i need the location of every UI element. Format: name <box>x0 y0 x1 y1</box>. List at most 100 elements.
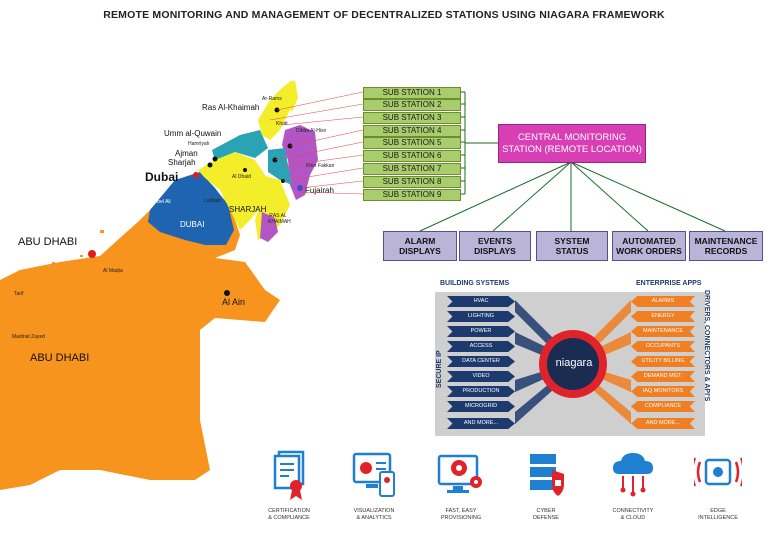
feature-caption: CERTIFICATION & COMPLIANCE <box>268 508 310 521</box>
enterprise-item-demand-mgt: DEMAND MGT. <box>631 371 695 382</box>
feature-visualization: VISUALIZATION & ANALYTICS <box>334 448 414 522</box>
map-label-al-maqta: Al Maqta <box>103 268 123 274</box>
sub-station-2[interactable]: SUB STATION 2 <box>363 99 461 111</box>
output-system-status[interactable]: SYSTEM STATUS <box>536 231 608 261</box>
output-alarm-displays[interactable]: ALARM DISPLAYS <box>383 231 457 261</box>
output-line2: WORK ORDERS <box>616 246 682 256</box>
output-line1: EVENTS <box>477 236 512 246</box>
enterprise-item-iaq-monitors: IAQ MONITORS <box>631 386 695 397</box>
sharjah-east-shape <box>268 148 292 185</box>
page-title: REMOTE MONITORING AND MANAGEMENT OF DECE… <box>103 9 665 21</box>
uae-map <box>0 80 318 490</box>
feature-certification: CERTIFICATION & COMPLIANCE <box>249 448 329 522</box>
building-item-video: VIDEO <box>447 371 515 382</box>
output-line1: SYSTEM <box>554 236 590 246</box>
output-automated-work-orders[interactable]: AUTOMATED WORK ORDERS <box>612 231 686 261</box>
certificate-icon <box>273 450 305 500</box>
building-systems-heading: BUILDING SYSTEMS <box>440 280 510 287</box>
enterprise-item-energy: ENERGY <box>631 311 695 322</box>
enterprise-item-maintenance: MAINTENANCE <box>631 326 695 337</box>
central-line2: STATION (REMOTE LOCATION) <box>502 143 642 155</box>
sub-station-7[interactable]: SUB STATION 7 <box>363 163 461 175</box>
map-label-dubai: Dubai <box>145 170 179 184</box>
map-label-abu-dhabi-region: ABU DHABI <box>30 352 90 364</box>
cloud-icon <box>613 453 653 497</box>
map-label-sharjah: Sharjah <box>168 158 196 167</box>
map-label-hamriyah: Hamriyah <box>188 141 210 147</box>
building-item-data-center: DATA CENTER <box>447 356 515 367</box>
output-line1: ALARM <box>404 236 436 246</box>
map-label-ajman: Ajman <box>175 149 198 158</box>
dubai-region-shape <box>148 172 234 245</box>
niagara-fan <box>515 300 631 424</box>
map-label-ar-rams: Ar-Rams <box>262 96 282 102</box>
building-item-access: ACCESS <box>447 341 515 352</box>
map-label-al-dhaid: Al Dhaid <box>232 174 251 180</box>
building-item-power: POWER <box>447 326 515 337</box>
map-label-rak: Ras Al-Khaimah <box>202 103 260 112</box>
sub-station-9[interactable]: SUB STATION 9 <box>363 189 461 201</box>
map-label-khatt: Khatt <box>276 121 288 127</box>
drivers-label: DRIVERS, CONNECTORS & API'S <box>703 290 710 402</box>
map-label-dibba: Dibba Al-Hisn <box>296 128 327 134</box>
niagara-logo: niagara <box>555 357 593 369</box>
abu-dhabi-region-shape <box>0 180 280 490</box>
building-item-hvac: HVAC <box>447 296 515 307</box>
feature-cyber-defense: CYBER DEFENSE <box>506 448 586 522</box>
feature-caption: CONNECTIVITY & CLOUD <box>612 508 654 521</box>
map-label-fujairah: Fujairah <box>305 186 334 195</box>
map-label-khor-fakkan: Khor Fakkan <box>306 163 335 169</box>
building-item-more: AND MORE... <box>447 418 515 429</box>
map-label-sharjah-region: SHARJAH <box>229 205 267 214</box>
musandam-shape <box>280 80 298 112</box>
sub-station-3[interactable]: SUB STATION 3 <box>363 112 461 124</box>
edge-chip-icon <box>694 457 742 487</box>
feature-caption: EDGE INTELLIGENCE <box>698 508 738 521</box>
output-events-displays[interactable]: EVENTS DISPLAYS <box>459 231 531 261</box>
sharjah-region-shape <box>198 152 265 230</box>
sub-station-1[interactable]: SUB STATION 1 <box>363 87 461 99</box>
output-line1: AUTOMATED <box>622 236 676 246</box>
output-maintenance-records[interactable]: MAINTENANCE RECORDS <box>689 231 763 261</box>
feature-caption: VISUALIZATION & ANALYTICS <box>353 508 395 521</box>
sub-station-8[interactable]: SUB STATION 8 <box>363 176 461 188</box>
feature-caption: FAST, EASY PROVISIONING <box>440 508 482 521</box>
feature-connectivity: CONNECTIVITY & CLOUD <box>593 448 673 522</box>
analytics-icon <box>352 452 395 497</box>
central-monitoring-station[interactable]: CENTRAL MONITORING STATION (REMOTE LOCAT… <box>498 124 646 163</box>
map-label-abu-dhabi-city: ABU DHABI <box>18 236 78 248</box>
feature-provisioning: FAST, EASY PROVISIONING <box>421 448 501 522</box>
shield-server-icon <box>530 454 564 496</box>
enterprise-item-compliance: COMPLIANCE <box>631 401 695 412</box>
output-line1: MAINTENANCE <box>694 236 758 246</box>
map-label-uaq: Umm al-Quwain <box>164 129 222 138</box>
output-line2: DISPLAYS <box>474 246 516 256</box>
secure-ip-label: SECURE IP <box>436 350 443 388</box>
output-line2: STATUS <box>555 246 589 256</box>
enterprise-item-occupants: OCCUPANTS <box>631 341 695 352</box>
gear-monitor-icon <box>437 454 482 493</box>
enterprise-item-more: AND MORE... <box>631 418 695 429</box>
sub-station-4[interactable]: SUB STATION 4 <box>363 125 461 137</box>
sub-station-5[interactable]: SUB STATION 5 <box>363 137 461 149</box>
central-line1: CENTRAL MONITORING <box>517 131 627 143</box>
output-line2: DISPLAYS <box>399 246 441 256</box>
map-label-tarif: Tarif <box>14 291 24 297</box>
feature-edge-intelligence: EDGE INTELLIGENCE <box>678 448 758 522</box>
output-line2: RECORDS <box>704 246 748 256</box>
map-label-jebel-ali: Jebel Ali <box>152 199 171 205</box>
enterprise-item-alarms: ALARMS <box>631 296 695 307</box>
map-label-lahbab: Lahbab <box>204 198 221 204</box>
building-item-production: PRODUCTION <box>447 386 515 397</box>
ajman-region-shape <box>212 130 268 160</box>
sub-station-6[interactable]: SUB STATION 6 <box>363 150 461 162</box>
enterprise-apps-heading: ENTERPRISE APPS <box>636 280 702 287</box>
map-label-rak-region: RAS AL KHAIMAH <box>268 213 291 225</box>
map-label-madinat-zayed: Madinat Zayed <box>12 334 46 340</box>
map-label-dubai-region: DUBAI <box>180 220 205 229</box>
fujairah-south-shape <box>260 212 278 242</box>
building-item-lighting: LIGHTING <box>447 311 515 322</box>
feature-caption: CYBER DEFENSE <box>533 508 559 521</box>
map-label-al-ain: Al Ain <box>222 297 246 307</box>
